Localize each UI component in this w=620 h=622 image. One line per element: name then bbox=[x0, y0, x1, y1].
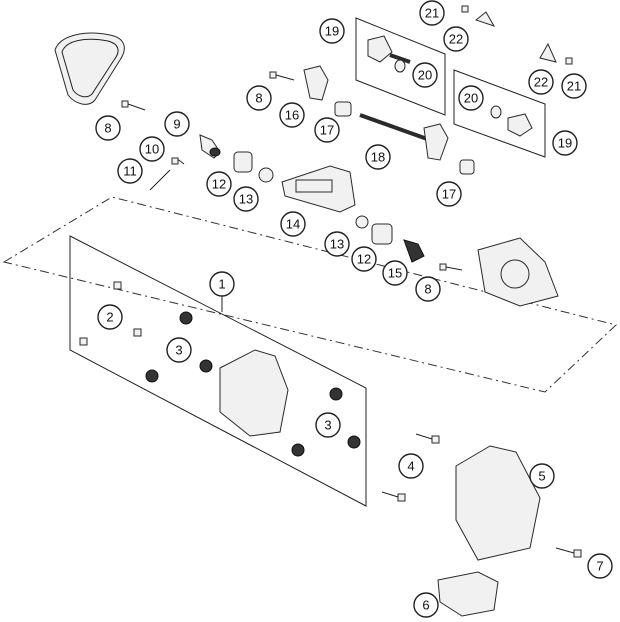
svg-text:13: 13 bbox=[330, 237, 344, 252]
svg-text:3: 3 bbox=[324, 418, 331, 433]
shift-housing bbox=[477, 237, 559, 307]
kit-19-right-contents bbox=[490, 105, 533, 137]
svg-text:14: 14 bbox=[286, 217, 300, 232]
callout-9: 9 bbox=[164, 111, 190, 137]
parts-21-22 bbox=[461, 5, 573, 65]
callout-22-right: 22 bbox=[528, 69, 554, 95]
svg-text:5: 5 bbox=[538, 469, 545, 484]
svg-text:17: 17 bbox=[320, 123, 334, 138]
svg-text:8: 8 bbox=[424, 282, 431, 297]
callout-3-left: 3 bbox=[166, 337, 192, 363]
svg-text:19: 19 bbox=[558, 136, 572, 151]
callout-1: 1 bbox=[209, 271, 235, 297]
callout-8-lower-right: 8 bbox=[415, 276, 441, 302]
svg-text:13: 13 bbox=[239, 192, 253, 207]
callout-22-upper: 22 bbox=[443, 26, 469, 52]
svg-text:4: 4 bbox=[407, 459, 414, 474]
svg-text:22: 22 bbox=[449, 32, 463, 47]
bushing-12-upper bbox=[233, 151, 274, 183]
svg-text:20: 20 bbox=[464, 91, 478, 106]
callout-12-lower: 12 bbox=[351, 246, 377, 272]
svg-text:8: 8 bbox=[255, 91, 262, 106]
detent-16 bbox=[269, 65, 329, 101]
svg-text:12: 12 bbox=[212, 177, 226, 192]
shift-lever-assembly bbox=[149, 134, 221, 191]
callout-15: 15 bbox=[382, 260, 408, 286]
assembly-dashed-outline bbox=[2, 196, 618, 393]
svg-text:7: 7 bbox=[596, 559, 603, 574]
svg-text:21: 21 bbox=[567, 79, 581, 94]
callout-12-upper: 12 bbox=[206, 171, 232, 197]
callout-17-upper: 17 bbox=[314, 117, 340, 143]
callout-18: 18 bbox=[365, 144, 391, 170]
callout-5: 5 bbox=[529, 463, 555, 489]
callout-13-upper: 13 bbox=[233, 186, 259, 212]
callout-8-middle: 8 bbox=[246, 85, 272, 111]
callout-2: 2 bbox=[97, 304, 123, 330]
callout-10: 10 bbox=[139, 136, 165, 162]
kit-1-contents bbox=[79, 281, 361, 457]
svg-text:18: 18 bbox=[371, 150, 385, 165]
kit-19-right-frame bbox=[453, 69, 546, 158]
svg-text:17: 17 bbox=[442, 187, 456, 202]
callout-19-right: 19 bbox=[552, 130, 578, 156]
svg-text:9: 9 bbox=[173, 117, 180, 132]
bolt-7 bbox=[555, 547, 582, 558]
svg-text:16: 16 bbox=[285, 108, 299, 123]
kit-19-upper-frame bbox=[355, 17, 446, 116]
callout-21-right: 21 bbox=[561, 73, 587, 99]
svg-text:20: 20 bbox=[418, 68, 432, 83]
svg-text:22: 22 bbox=[534, 75, 548, 90]
svg-text:15: 15 bbox=[388, 266, 402, 281]
callout-17-right: 17 bbox=[436, 181, 462, 207]
callout-11: 11 bbox=[117, 158, 143, 184]
bolt-8-upper-left bbox=[121, 100, 146, 111]
cover-5 bbox=[455, 445, 541, 561]
callout-16: 16 bbox=[279, 102, 305, 128]
shaft-18 bbox=[334, 101, 475, 175]
svg-text:12: 12 bbox=[357, 252, 371, 267]
svg-text:2: 2 bbox=[106, 310, 113, 325]
svg-text:3: 3 bbox=[175, 343, 182, 358]
svg-text:8: 8 bbox=[104, 121, 111, 136]
bolts-4 bbox=[381, 433, 440, 502]
callout-6: 6 bbox=[413, 592, 439, 618]
guard-6 bbox=[437, 571, 499, 617]
callout-7: 7 bbox=[587, 553, 613, 579]
callout-4: 4 bbox=[398, 453, 424, 479]
callout-8-upper-left: 8 bbox=[95, 115, 121, 141]
kit-1-frame bbox=[69, 235, 367, 507]
callout-14: 14 bbox=[280, 211, 306, 237]
callout-19-upper: 19 bbox=[319, 18, 345, 44]
cover-gasket bbox=[54, 32, 125, 105]
callout-21-upper: 21 bbox=[419, 0, 445, 26]
svg-text:10: 10 bbox=[145, 142, 159, 157]
callout-13-lower: 13 bbox=[324, 231, 350, 257]
callout-20-upper: 20 bbox=[412, 62, 438, 88]
svg-text:21: 21 bbox=[425, 6, 439, 21]
svg-text:1: 1 bbox=[218, 277, 225, 292]
shift-shaft-14 bbox=[281, 165, 356, 213]
svg-text:6: 6 bbox=[422, 598, 429, 613]
bushing-12-lower bbox=[355, 215, 463, 271]
svg-text:19: 19 bbox=[325, 24, 339, 39]
svg-text:11: 11 bbox=[123, 164, 137, 179]
callout-20-right: 20 bbox=[458, 85, 484, 111]
callout-3-right: 3 bbox=[315, 412, 341, 438]
kit-19-upper-contents bbox=[367, 35, 411, 73]
